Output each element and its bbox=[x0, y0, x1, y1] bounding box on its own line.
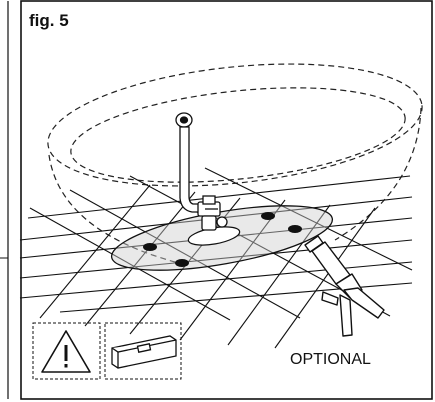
spirit-level-icon bbox=[111, 335, 177, 369]
adhesive-dot bbox=[143, 243, 157, 251]
caulking-gun-icon bbox=[304, 235, 385, 337]
figure-title: fig. 5 bbox=[29, 11, 69, 30]
adhesive-dot bbox=[175, 259, 189, 267]
optional-label: OPTIONAL bbox=[290, 351, 371, 368]
figure-frame bbox=[20, 0, 433, 400]
adhesive-dot bbox=[261, 212, 275, 220]
adhesive-dots bbox=[143, 212, 302, 267]
warning-triangle-icon bbox=[41, 330, 91, 373]
adhesive-dot bbox=[288, 225, 302, 233]
bathtub-outline bbox=[47, 63, 423, 263]
level-box bbox=[104, 322, 182, 380]
warning-box bbox=[32, 322, 101, 380]
waste-overflow-pipe bbox=[175, 112, 228, 231]
